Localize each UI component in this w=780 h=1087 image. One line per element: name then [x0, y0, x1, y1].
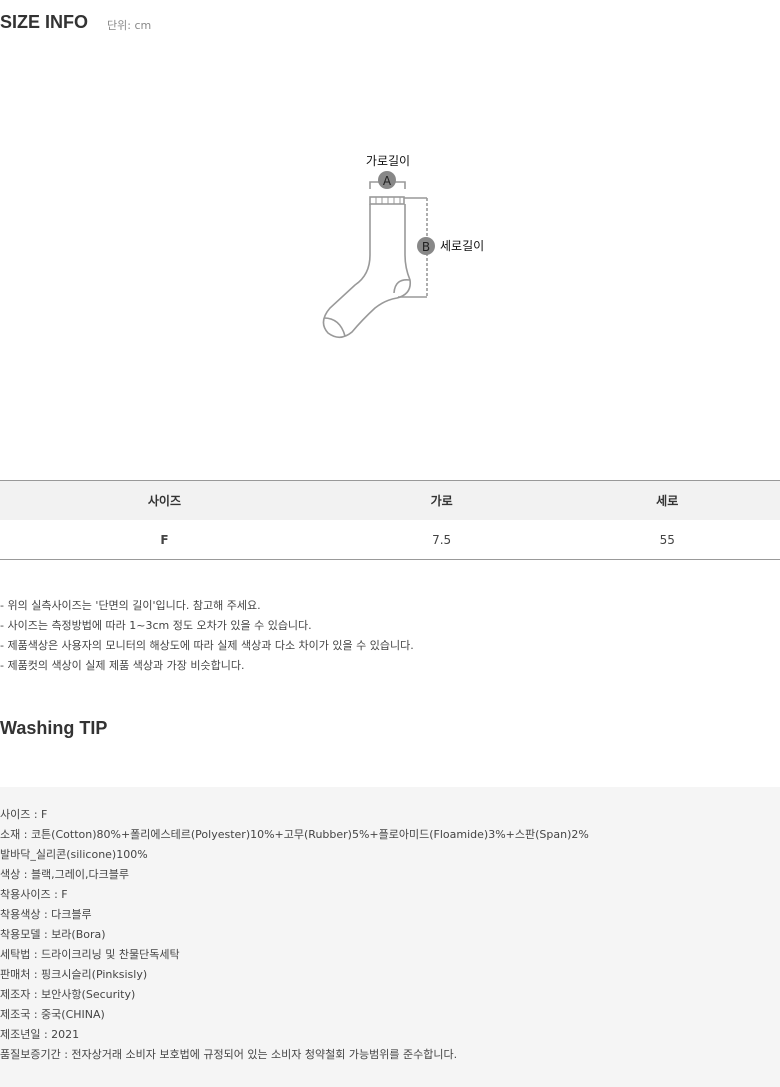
- header-width: 가로: [328, 480, 555, 520]
- width-label: 가로길이: [366, 154, 410, 168]
- spec-list: 사이즈 : F 소재 : 코튼(Cotton)80%+폴리에스테르(Polyes…: [0, 787, 780, 1087]
- note: - 위의 실측사이즈는 '단면의 길이'입니다. 참고해 주세요.: [0, 599, 261, 612]
- size-info-title: SIZE INFO: [0, 12, 89, 32]
- note: - 제품색상은 사용자의 모니터의 해상도에 따라 실제 색상과 다소 차이가 …: [0, 639, 414, 652]
- sock-diagram: A B 가로길이 세로길이: [322, 154, 484, 339]
- marker-b-icon: [417, 237, 435, 255]
- spec-item: 착용사이즈 : F: [0, 888, 68, 901]
- spec-item: 착용색상 : 다크블루: [0, 908, 92, 921]
- marker-a: A: [383, 174, 392, 188]
- marker-b: B: [422, 240, 430, 254]
- spec-item: 착용모델 : 보라(Bora): [0, 928, 106, 941]
- sock-cuff: [369, 196, 405, 205]
- cell-length: 55: [659, 532, 675, 547]
- spec-item: 사이즈 : F: [0, 808, 48, 821]
- spec-item: 제조자 : 보안사항(Security): [0, 988, 136, 1001]
- cell-size: F: [160, 532, 169, 547]
- spec-item: 색상 : 블랙,그레이,다크블루: [0, 868, 130, 881]
- cell-width: 7.5: [432, 532, 452, 547]
- spec-item: 소재 : 코튼(Cotton)80%+폴리에스테르(Polyester)10%+…: [0, 828, 589, 841]
- spec-item: 제조년일 : 2021: [0, 1028, 80, 1041]
- spec-item: 판매처 : 핑크시슬리(Pinksisly): [0, 968, 148, 981]
- spec-item: 세탁법 : 드라이크리닝 및 찬물단독세탁: [0, 948, 180, 961]
- unit-label: 단위: cm: [107, 19, 152, 32]
- sock-outline: [322, 204, 412, 339]
- size-table: 사이즈 가로 세로 F 7.5 55: [0, 480, 780, 560]
- table-row: F 7.5 55: [0, 520, 780, 560]
- header-length: 세로: [554, 480, 780, 520]
- notes: - 위의 실측사이즈는 '단면의 길이'입니다. 참고해 주세요. - 사이즈는…: [0, 596, 414, 676]
- header-size: 사이즈: [0, 480, 329, 520]
- note: - 제품컷의 색상이 실제 제품 색상과 가장 비슷합니다.: [0, 659, 245, 672]
- length-label: 세로길이: [440, 239, 484, 253]
- note: - 사이즈는 측정방법에 따라 1~3cm 정도 오차가 있을 수 있습니다.: [0, 619, 312, 632]
- marker-a-icon: [378, 171, 396, 189]
- washing-tip-title: Washing TIP: [0, 718, 108, 738]
- spec-item: 발바닥_실리콘(silicone)100%: [0, 848, 148, 861]
- spec-item: 품질보증기간 : 전자상거래 소비자 보호법에 규정되어 있는 소비자 청약철회…: [0, 1048, 458, 1061]
- spec-item: 제조국 : 중국(CHINA): [0, 1008, 105, 1021]
